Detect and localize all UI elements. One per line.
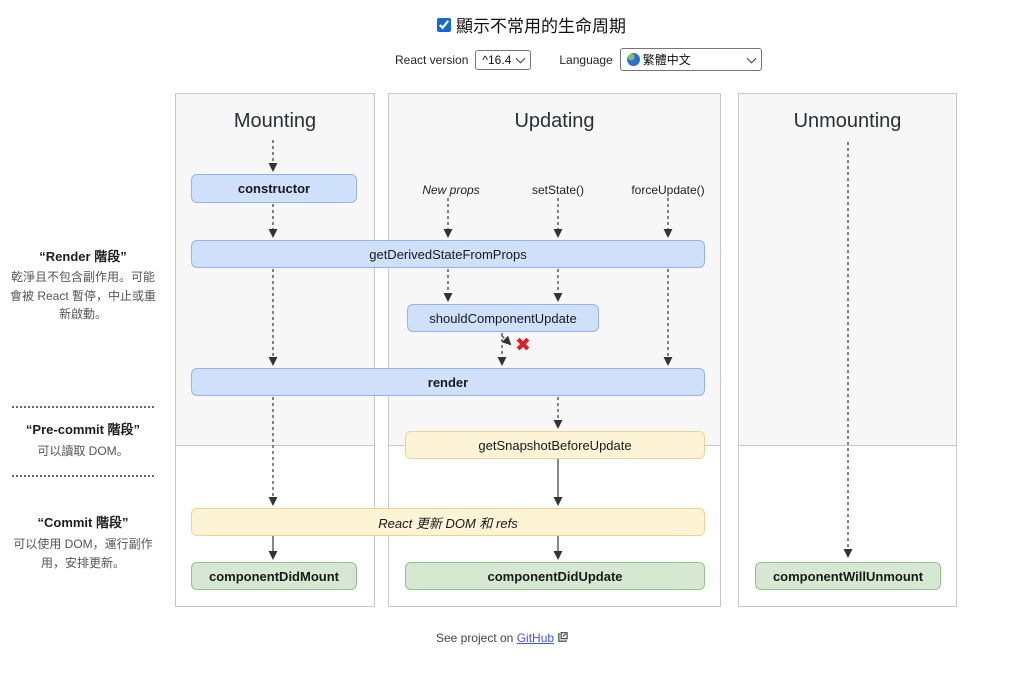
mounting-column-title: Mounting (233, 110, 317, 132)
globe-icon (626, 53, 640, 66)
component-did-update-box[interactable]: componentDidUpdate (405, 562, 705, 590)
trigger-set-state: setState() (531, 183, 585, 197)
footer: See project on GitHub (0, 631, 1004, 645)
language-select[interactable]: 繁體中文 (619, 48, 762, 71)
page-title[interactable]: 顯示不常用的生命周期 (456, 17, 626, 36)
trigger-new-props: New props (422, 183, 480, 197)
phase-commit-description: 可以使用 DOM，運行副作用，安排更新。 (13, 537, 153, 570)
render-box[interactable]: render (191, 368, 705, 396)
external-link-icon (558, 632, 568, 642)
controls-row: React version ^16.4 Language 繁體中文 (395, 48, 762, 71)
updating-column-title: Updating (514, 110, 595, 132)
phase-precommit-title: “Pre-commit 階段” (25, 422, 141, 437)
phase-separator (12, 475, 154, 477)
phase-render-description: 乾淨且不包含副作用。可能會被 React 暫停，中止或重新啟動。 (9, 270, 157, 322)
footer-text: See project on (435, 631, 514, 645)
show-less-common-lifecycles-checkbox[interactable] (437, 17, 451, 32)
component-did-mount-box[interactable]: componentDidMount (191, 562, 357, 590)
react-version-value: ^16.4 (482, 52, 512, 67)
page-title-row: 顯示不常用的生命周期 (437, 12, 626, 37)
react-version-label: React version (395, 52, 469, 67)
react-updates-dom-box: React 更新 DOM 和 refs (191, 508, 705, 536)
phase-precommit-description: 可以讀取 DOM。 (37, 444, 129, 458)
get-snapshot-before-update-box[interactable]: getSnapshotBeforeUpdate (405, 431, 705, 459)
phase-commit-title: “Commit 階段” (37, 515, 129, 530)
stop-x-icon: ✖ (515, 335, 531, 356)
language-label: Language (559, 52, 613, 67)
trigger-force-update: forceUpdate() (631, 183, 705, 197)
language-value: 繁體中文 (642, 53, 691, 67)
unmounting-column-title: Unmounting (793, 110, 902, 132)
chevron-down-icon (746, 53, 757, 63)
component-will-unmount-box[interactable]: componentWillUnmount (755, 562, 941, 590)
phase-render-title: “Render 階段” (39, 249, 127, 264)
phase-separator (12, 406, 154, 408)
constructor-box[interactable]: constructor (191, 174, 357, 203)
should-component-update-box[interactable]: shouldComponentUpdate (407, 304, 599, 332)
github-link[interactable]: GitHub (516, 631, 555, 645)
get-derived-state-from-props-box[interactable]: getDerivedStateFromProps (191, 240, 705, 268)
react-version-select[interactable]: ^16.4 (475, 49, 532, 70)
render-phase-background (739, 94, 956, 446)
unmounting-panel: Unmounting (738, 93, 957, 607)
chevron-down-icon (515, 53, 526, 63)
